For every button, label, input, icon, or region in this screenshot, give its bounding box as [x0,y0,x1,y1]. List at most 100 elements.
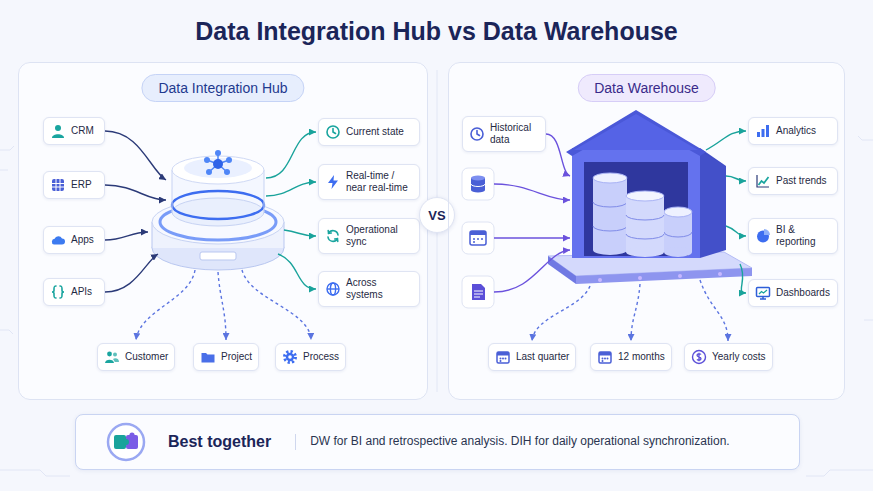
item-label: Across systems [346,277,413,301]
rect-part [470,231,486,245]
path-part [202,353,215,363]
svg-part [106,422,146,462]
circle-part [718,272,722,276]
circle-part [204,157,210,163]
monitor-icon [755,285,771,301]
path-part [532,286,590,341]
path-part [740,264,746,293]
item-label: Project [221,351,252,363]
polygon-part [566,110,706,156]
vs-label: VS [428,208,445,223]
item-label: Yearly costs [712,351,766,363]
path-part [328,175,338,189]
svg-part [282,349,298,365]
circle-part [113,353,117,357]
polyline-part [759,290,767,294]
rect-part [462,168,494,200]
item-label: 12 months [618,351,665,363]
circle-part [327,126,339,138]
item-label: Real-time / near real-time [346,170,413,194]
circle-part [502,358,504,360]
svg-part [469,126,485,142]
rect-part [593,178,627,250]
svg-part [325,228,341,244]
circle-part [108,424,144,460]
path-part [626,234,664,239]
circle-part [327,283,339,295]
item-box: Yearly costs [684,343,773,371]
polygon-part [574,114,698,150]
circle-part [477,238,479,240]
line-part [474,291,483,292]
path-part [700,280,728,341]
item-box: ERP [43,171,105,199]
rect-part [626,196,664,252]
cloud-icon [50,232,66,248]
svg-part [755,285,771,301]
item-box: CRM [43,117,105,145]
path-part [593,226,627,231]
path-part [105,232,148,240]
item-box: Apps [43,226,105,254]
path-part [0,470,70,476]
ellipse-part [172,198,264,226]
polyline-part [759,177,769,185]
item-box: Analytics [748,117,838,145]
circle-part [500,360,502,362]
item-label: BI & reporting [776,224,831,248]
path-part [278,254,316,289]
svg-part [200,349,216,365]
rect-part [762,129,765,137]
svg-part [325,281,341,297]
path-part [858,136,873,140]
grid-icon [50,177,66,193]
path-part [242,270,311,340]
path-part [764,229,770,235]
item-box: Historical data [462,116,546,152]
line-part [474,294,483,295]
circle-part [285,352,296,363]
path-part [726,226,746,236]
path-part [266,182,316,196]
path-part [864,320,873,321]
path-part [0,146,14,150]
item-box: 12 months [590,343,672,371]
item-box: Real-time / near real-time [318,164,420,200]
circle-part [678,274,682,278]
item-box: Operational sync [318,218,420,254]
ellipse-part [626,191,664,201]
path-part [494,237,570,238]
path-part [477,131,480,136]
item-label: Historical data [490,122,539,146]
path-part [706,131,746,150]
item-label: Analytics [776,125,831,137]
line-part [152,222,153,248]
circle-part [602,358,604,360]
rect-part [757,288,770,297]
g-part [548,110,752,284]
g-part [494,131,746,341]
path-part [218,272,226,340]
path-part [757,175,769,187]
path-part [329,231,338,235]
svg-part [597,349,613,365]
rect-part [497,352,509,356]
dollar-icon [691,349,707,365]
ellipse-part [471,188,485,193]
person-icon [50,123,66,139]
path-part [105,254,158,292]
rect-part [200,252,236,260]
panel: Data WarehouseHistorical dataAnalyticsPa… [448,62,845,400]
path-part [105,131,166,180]
item-label: Process [303,351,339,363]
circle-part [224,169,230,175]
svg-part [691,349,707,365]
item-label: Current state [346,126,413,138]
diagram-title: Data Integration Hub vs Data Warehouse [0,17,873,46]
path-part [760,297,766,300]
path-part [593,202,627,207]
people-icon [104,349,120,365]
globe-icon [325,281,341,297]
item-label: ERP [71,179,98,191]
rect-part [757,132,760,137]
